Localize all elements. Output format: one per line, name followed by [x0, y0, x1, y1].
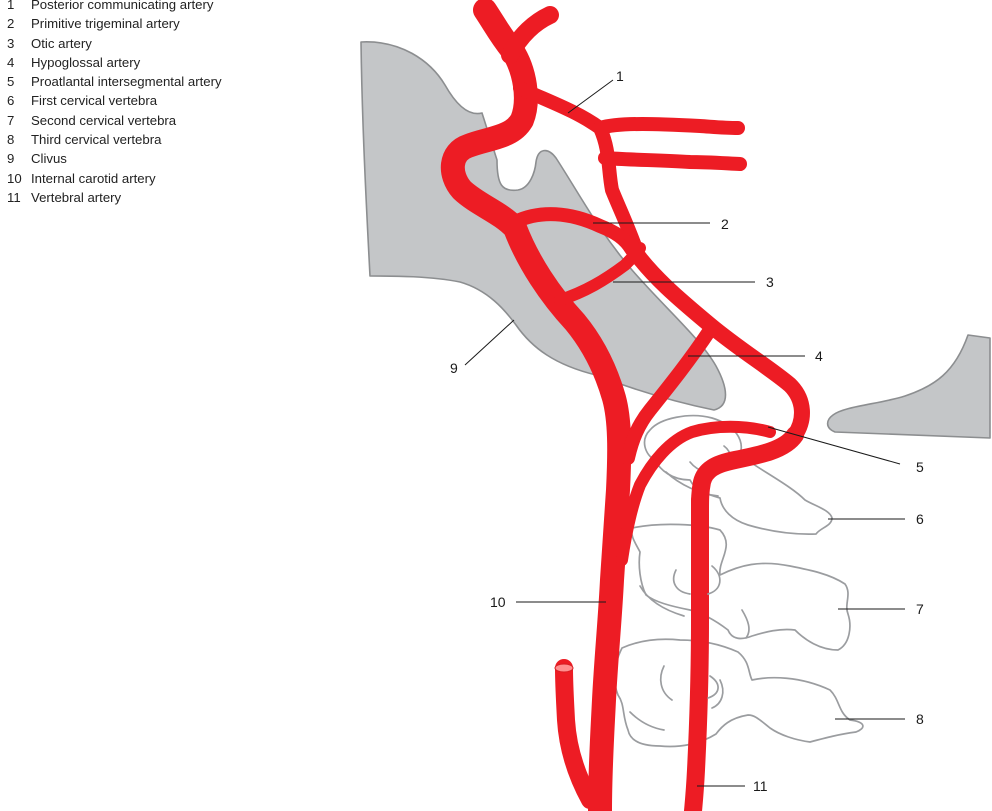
- callout-5: 5: [916, 459, 924, 475]
- descending-trunk: [622, 237, 810, 443]
- second-cervical-vertebra: [630, 523, 851, 651]
- callout-4: 4: [815, 348, 823, 364]
- callout-7: 7: [916, 601, 924, 617]
- callout-9: 9: [450, 360, 458, 376]
- callout-10: 10: [490, 594, 506, 610]
- posterior-communicating-artery: [513, 81, 747, 267]
- callout-6: 6: [916, 511, 924, 527]
- proatlantal-connection: [616, 420, 776, 566]
- callout-8: 8: [916, 711, 924, 727]
- primitive-trigeminal-artery: [508, 207, 639, 257]
- vertebral-artery: [684, 491, 709, 811]
- c3-foramen-line: [707, 675, 719, 699]
- callout-11: 11: [753, 778, 768, 794]
- external-carotid-stub: [554, 659, 599, 809]
- internal-carotid-artery: [441, 0, 632, 811]
- callout-3: 3: [766, 274, 774, 290]
- occipital-bone-shape: [826, 334, 991, 439]
- c2-foramen-line: [707, 565, 721, 595]
- leader-lines: [464, 79, 905, 787]
- clivus-shape: [360, 41, 727, 411]
- callout-2: 2: [721, 216, 729, 232]
- hypoglossal-artery: [621, 323, 717, 465]
- callout-1: 1: [616, 68, 624, 84]
- third-cervical-vertebra: [613, 638, 864, 748]
